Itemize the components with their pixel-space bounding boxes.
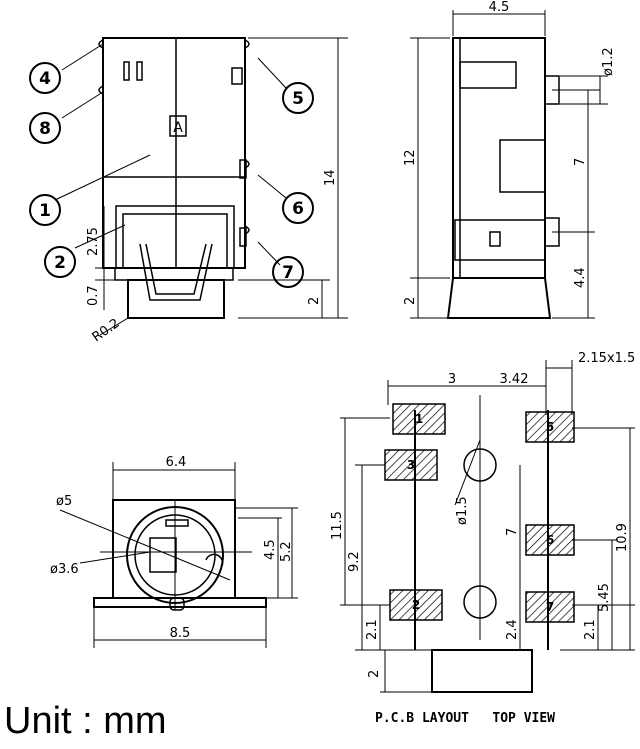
dim-6-4: 6.4 [166, 455, 187, 470]
pad-2 [389, 589, 443, 621]
dim-4-5-bottom: 4.5 [263, 539, 278, 560]
dim-5-2: 5.2 [279, 541, 294, 562]
mark-a: A [173, 120, 183, 136]
callout-5 [282, 82, 314, 114]
pad-6 [525, 524, 575, 556]
dim-9-2: 9.2 [347, 551, 362, 572]
dim-2-pcb: 2 [367, 670, 382, 678]
dim-dia-3-6: ø3.6 [50, 562, 79, 577]
dim-2-1-left: 2.1 [365, 619, 380, 640]
unit-label: Unit : mm [4, 700, 167, 742]
dim-4-4: 4.4 [573, 267, 588, 288]
callout-label: 7 [282, 263, 294, 283]
callout-label: 2 [54, 253, 66, 273]
callout-6 [282, 192, 314, 224]
callout-7 [272, 256, 304, 288]
pad-3 [384, 449, 438, 481]
pad-1 [392, 403, 446, 435]
pad-label: 7 [546, 600, 554, 614]
dim-2-side: 2 [403, 297, 418, 305]
dim-hole: ø1.5 [455, 496, 470, 525]
pad-label: 2 [412, 598, 420, 612]
dim-2-4: 2.4 [505, 619, 520, 640]
pcb-pads [384, 403, 575, 623]
dim-12: 12 [403, 149, 418, 166]
dim-r0-2: R0.2 [90, 316, 123, 345]
pcb-title: P.C.B LAYOUT TOP VIEW [375, 711, 555, 726]
callouts [29, 62, 314, 288]
dim-11-5: 11.5 [330, 511, 345, 540]
dim-pin-dia: ø1.2 [601, 47, 616, 76]
pad-labels: 1 3 2 5 6 7 [407, 412, 554, 614]
callout-label: 5 [292, 89, 304, 109]
dim-2-front: 2 [307, 297, 322, 305]
pcb-layout [340, 360, 635, 693]
dim-2-1-right: 2.1 [583, 619, 598, 640]
dim-14: 14 [323, 169, 338, 186]
callout-4 [29, 62, 61, 94]
dim-10-9: 10.9 [615, 523, 630, 552]
side-body [452, 37, 546, 279]
callout-label: 1 [39, 201, 51, 221]
bottom-view [59, 462, 298, 648]
callout-8 [29, 112, 61, 144]
dim-8-5: 8.5 [170, 626, 191, 641]
pad-label: 1 [415, 412, 423, 426]
side-view [410, 10, 608, 319]
front-view [54, 37, 348, 336]
pad-label: 3 [407, 458, 415, 472]
dim-3-42: 3.42 [500, 372, 529, 387]
dim-2-75: 2.75 [86, 227, 101, 256]
dim-pad-size: 2.15x1.5 [578, 351, 635, 366]
pad-label: 6 [546, 533, 554, 547]
callout-label: 6 [292, 199, 304, 219]
callout-label: 8 [39, 119, 51, 139]
dim-3: 3 [448, 372, 456, 387]
dim-0-7: 0.7 [86, 285, 101, 306]
callout-2 [44, 246, 76, 278]
callout-label: 4 [39, 69, 51, 89]
pad-7 [525, 591, 575, 623]
dim-5-45: 5.45 [597, 583, 612, 612]
dim-7-side: 7 [573, 158, 588, 166]
dim-4-5: 4.5 [489, 0, 510, 15]
pad-label: 5 [546, 420, 554, 434]
dim-dia-5: ø5 [56, 494, 72, 509]
dim-7-pcb: 7 [505, 528, 520, 536]
callout-1 [29, 194, 61, 226]
pad-5 [525, 411, 575, 443]
